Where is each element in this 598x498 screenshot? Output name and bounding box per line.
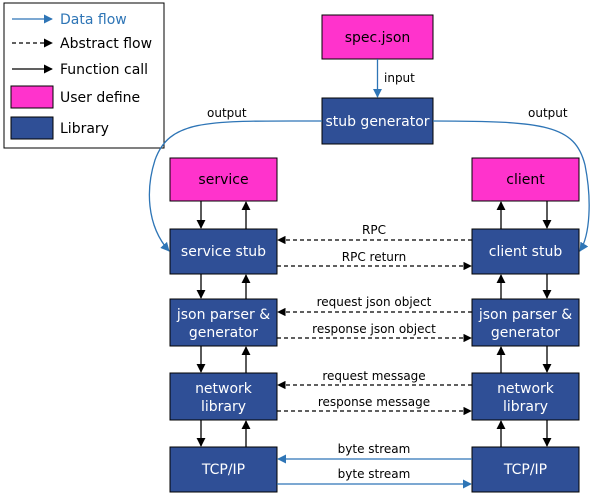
client-json-label-1: json parser & bbox=[478, 307, 572, 323]
legend-user-define-label: User define bbox=[60, 90, 140, 106]
output-left-curve bbox=[148, 120, 323, 252]
client-tcpip-label: TCP/IP bbox=[503, 462, 547, 478]
legend: Data flow Abstract flow Function call Us… bbox=[3, 2, 165, 149]
legend-user-define-swatch bbox=[10, 85, 54, 109]
service-stub-label: service stub bbox=[181, 244, 266, 260]
request-json-label: request json object bbox=[317, 295, 432, 309]
client-network-label-2: library bbox=[503, 399, 548, 415]
legend-library-label: Library bbox=[60, 121, 109, 137]
service-network-label-2: library bbox=[201, 399, 246, 415]
rpc-label: RPC bbox=[362, 223, 386, 237]
service-network-box bbox=[169, 372, 278, 421]
service-stub-box bbox=[169, 228, 278, 275]
output-left-label: output bbox=[207, 106, 247, 120]
client-stub-label: client stub bbox=[489, 244, 563, 260]
client-json-label-2: generator bbox=[491, 325, 560, 341]
legend-abstract-flow-label: Abstract flow bbox=[60, 36, 152, 52]
request-message-label: request message bbox=[322, 369, 425, 383]
service-tcpip-box bbox=[169, 446, 278, 493]
rpc-return-label: RPC return bbox=[342, 250, 406, 264]
client-stub-box bbox=[471, 228, 580, 275]
client-box bbox=[471, 157, 580, 202]
client-tcpip-box bbox=[471, 446, 580, 493]
service-network-label-1: network bbox=[195, 381, 253, 397]
service-json-label-2: generator bbox=[189, 325, 258, 341]
legend-data-flow-label: Data flow bbox=[60, 12, 127, 28]
client-json-box bbox=[471, 298, 580, 347]
legend-function-call-label: Function call bbox=[60, 62, 148, 78]
service-json-box bbox=[169, 298, 278, 347]
input-label: input bbox=[384, 71, 415, 85]
output-right-label: output bbox=[528, 106, 568, 120]
stub-generator-label: stub generator bbox=[325, 114, 429, 130]
service-tcpip-label: TCP/IP bbox=[201, 462, 245, 478]
client-network-label-1: network bbox=[497, 381, 555, 397]
client-label: client bbox=[506, 172, 545, 188]
service-json-label-1: json parser & bbox=[176, 307, 270, 323]
output-right-curve bbox=[432, 120, 590, 252]
spec-json-label: spec.json bbox=[345, 30, 411, 46]
spec-json-box bbox=[321, 14, 434, 60]
response-json-label: response json object bbox=[312, 322, 436, 336]
legend-library-swatch bbox=[10, 116, 54, 140]
byte-stream-label-2: byte stream bbox=[338, 467, 411, 481]
byte-stream-label-1: byte stream bbox=[338, 442, 411, 456]
response-message-label: response message bbox=[318, 395, 430, 409]
client-network-box bbox=[471, 372, 580, 421]
service-box bbox=[169, 157, 278, 202]
service-label: service bbox=[198, 172, 248, 188]
